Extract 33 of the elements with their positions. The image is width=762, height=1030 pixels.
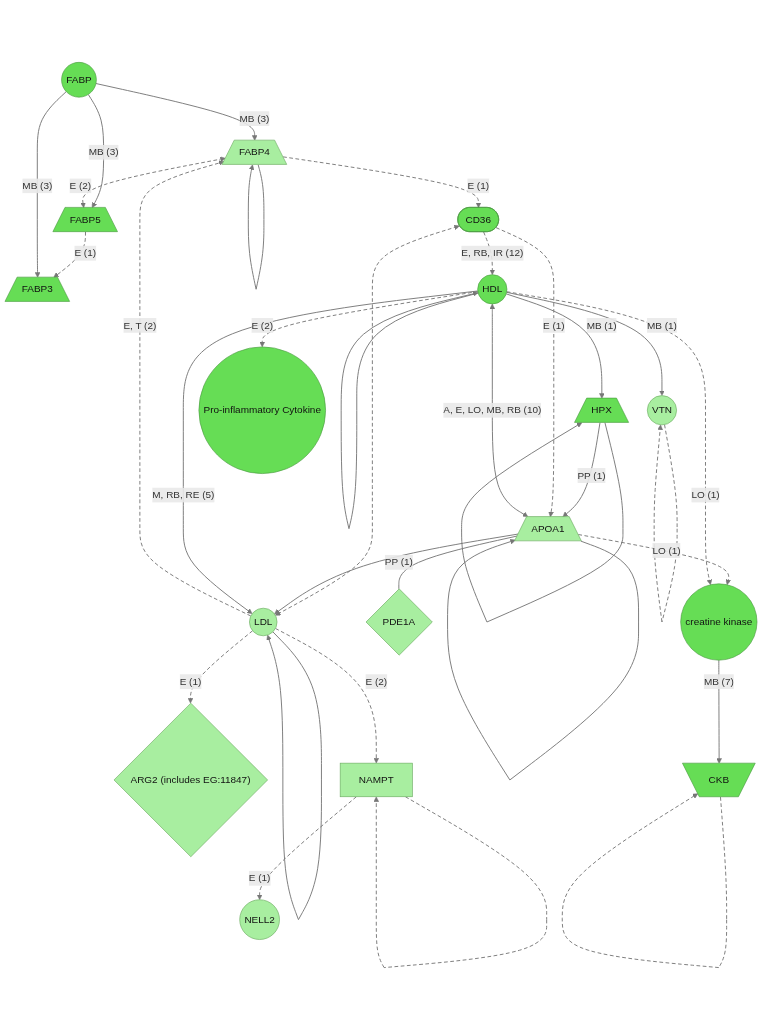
edge-label: E, RB, IR (12) xyxy=(461,247,524,259)
node-circle: VTN xyxy=(647,395,677,426)
edge-label: M, RB, RE (5) xyxy=(152,489,215,501)
edge-label: MB (3) xyxy=(239,113,270,124)
edge-label: LO (1) xyxy=(652,544,681,556)
edge-label: E (1) xyxy=(74,247,96,259)
edge-label: E (2) xyxy=(251,319,274,331)
node-circle: creatine kinase xyxy=(680,583,758,661)
edge-label: E (1) xyxy=(542,319,565,331)
node-circle: HDL xyxy=(477,274,508,305)
edge-label: E (2) xyxy=(365,676,388,687)
node-diamond: ARG2 (includes EG:11847) xyxy=(113,702,268,858)
node-diamond: PDE1A xyxy=(365,588,433,656)
edge-label: E (1) xyxy=(467,180,490,191)
edge-label: E (2) xyxy=(69,180,92,191)
edge-label: E (1) xyxy=(248,872,271,884)
node-circle: NELL2 xyxy=(239,899,280,940)
edge-label: MB (1) xyxy=(586,319,617,331)
node-circle: FABP xyxy=(61,62,97,98)
edge-label: PP (1) xyxy=(577,469,606,481)
node-box: NAMPT xyxy=(339,762,413,798)
connector xyxy=(398,535,518,590)
edge-label: MB (3) xyxy=(88,146,119,158)
edge-label: MB (7) xyxy=(703,676,734,687)
edge-label: E, T (2) xyxy=(123,319,157,331)
edge-label: MB (3) xyxy=(22,180,53,191)
node-circle: LDL xyxy=(249,607,278,637)
edge-label: LO (1) xyxy=(691,489,720,501)
edge-label: A, E, LO, MB, RB (10) xyxy=(443,404,542,416)
node-circle: Pro-inflammatory Cytokine xyxy=(198,346,326,474)
edge-label: E (1) xyxy=(179,676,202,687)
edge-label: PP (1) xyxy=(384,556,413,568)
edge-label: MB (1) xyxy=(647,319,677,331)
